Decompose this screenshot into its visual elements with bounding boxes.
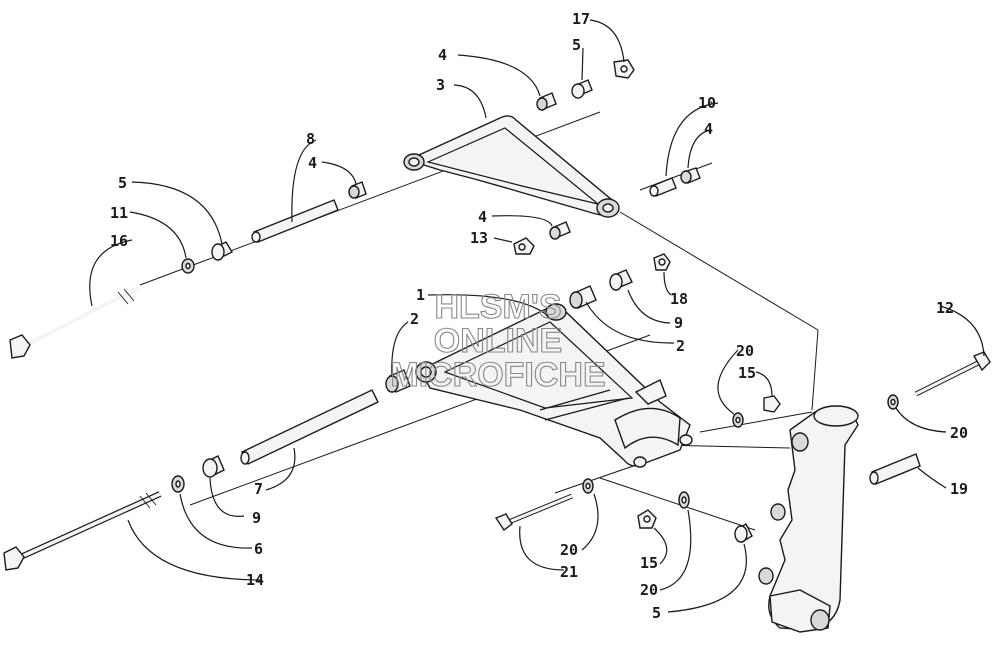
callout-12: 12 xyxy=(936,299,954,317)
callout-21: 21 xyxy=(560,563,578,581)
callout-15-bottom: 15 xyxy=(640,554,658,572)
callout-20-bottom: 20 xyxy=(640,581,658,599)
callout-1: 1 xyxy=(416,286,425,304)
lower-a-arm xyxy=(415,303,693,468)
callout-17: 17 xyxy=(572,10,590,28)
callout-3: 3 xyxy=(436,76,445,94)
callout-20-top: 20 xyxy=(736,342,754,360)
upper-hardware xyxy=(9,59,701,359)
callout-18: 18 xyxy=(670,290,688,308)
callout-8: 8 xyxy=(306,130,315,148)
callout-2-left: 2 xyxy=(410,310,419,328)
callout-15-top: 15 xyxy=(738,364,756,382)
upper-a-arm xyxy=(403,115,620,218)
callout-4-left: 4 xyxy=(308,154,317,172)
callout-9-right: 9 xyxy=(674,314,683,332)
callout-13: 13 xyxy=(470,229,488,247)
callout-16: 16 xyxy=(110,232,128,250)
callout-11: 11 xyxy=(110,204,128,222)
callout-9-left: 9 xyxy=(252,509,261,527)
callout-5-top: 5 xyxy=(572,36,581,54)
leader-lines xyxy=(89,19,985,613)
callout-20-right: 20 xyxy=(950,424,968,442)
callout-10: 10 xyxy=(698,94,716,112)
callout-5-bottom: 5 xyxy=(652,604,661,622)
callout-4-top: 4 xyxy=(438,46,447,64)
watermark-line-3: MICROFICHE xyxy=(390,356,605,394)
spindle xyxy=(758,405,859,633)
lower-hardware xyxy=(3,253,991,571)
callout-14: 14 xyxy=(246,571,264,589)
callout-labels: 17 4 5 3 10 4 8 4 5 11 16 4 13 1 2 18 9 … xyxy=(110,10,968,622)
callout-4-lower: 4 xyxy=(478,208,487,226)
callout-7: 7 xyxy=(254,480,263,498)
watermark-line-1: HLSM'S xyxy=(434,288,561,326)
callout-4-right: 4 xyxy=(704,120,713,138)
callout-6: 6 xyxy=(254,540,263,558)
callout-20-left: 20 xyxy=(560,541,578,559)
watermark-line-2: ONLINE xyxy=(434,322,562,360)
callout-2-right: 2 xyxy=(676,337,685,355)
callout-19: 19 xyxy=(950,480,968,498)
watermark: HLSM'S ONLINE MICROFICHE xyxy=(390,287,606,394)
callout-5-left: 5 xyxy=(118,174,127,192)
